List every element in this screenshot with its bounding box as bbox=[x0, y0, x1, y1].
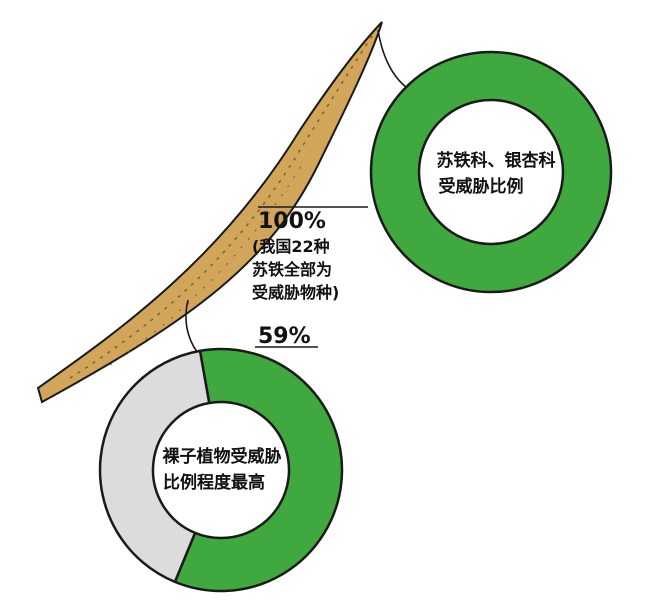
value-label-bottom: 59% bbox=[258, 324, 311, 349]
center-label-bottom-2: 比例程度最高 bbox=[163, 472, 265, 493]
connector-top bbox=[377, 29, 411, 91]
trend-ribbon bbox=[36, 21, 383, 404]
value-label-top: 100% bbox=[258, 209, 326, 234]
donut-chart-bottom bbox=[98, 347, 344, 593]
note-line-1: (我国22种 bbox=[252, 237, 330, 256]
center-label-top-2: 受威胁比例 bbox=[439, 176, 524, 197]
ribbon-texture bbox=[69, 35, 373, 379]
center-label-bottom-1: 裸子植物受威胁 bbox=[163, 446, 282, 467]
donut-slice-0-0 bbox=[369, 50, 613, 294]
donut-slice-1-1 bbox=[98, 349, 211, 584]
donut-slice-1-0 bbox=[173, 347, 344, 593]
donut-chart-top bbox=[369, 50, 613, 294]
note-line-2: 苏铁全部为 bbox=[252, 260, 332, 279]
note-line-3: 受威胁物种) bbox=[252, 283, 339, 302]
center-label-top-1: 苏铁科、银杏科 bbox=[437, 150, 556, 171]
